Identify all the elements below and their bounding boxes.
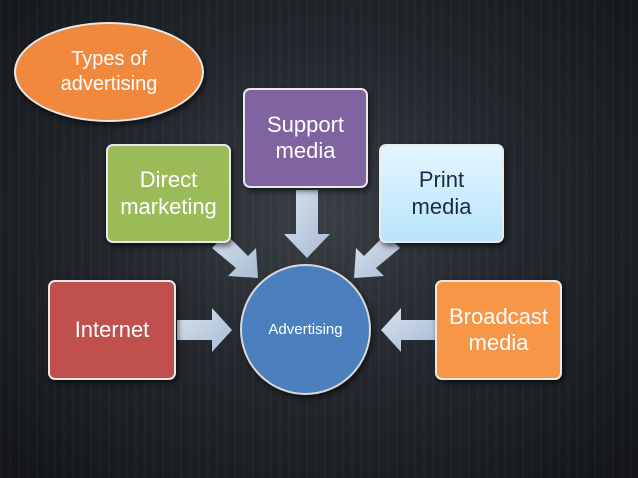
broadcast-media-label: Broadcast media: [448, 303, 549, 355]
arrow-support: [284, 190, 330, 258]
arrow-broadcast: [381, 308, 436, 352]
internet-box: Internet: [48, 280, 176, 380]
broadcast-media-box: Broadcast media: [435, 280, 562, 380]
support-media-box: Support media: [243, 88, 368, 188]
internet-label: Internet: [74, 316, 150, 342]
print-media-box: Print media: [379, 144, 504, 243]
arrow-print-media: [354, 234, 400, 278]
arrow-direct-marketing: [212, 234, 258, 278]
support-media-label: Support media: [266, 111, 345, 163]
direct-marketing-box: Direct marketing: [106, 144, 231, 243]
types-of-advertising-oval: Types of advertising: [14, 22, 204, 122]
advertising-circle: Advertising: [240, 264, 371, 395]
arrow-internet: [177, 308, 232, 352]
direct-marketing-label: Direct marketing: [120, 167, 217, 219]
oval-label: Types of advertising: [60, 48, 158, 95]
print-media-label: Print media: [411, 167, 472, 219]
advertising-label: Advertising: [268, 320, 343, 338]
